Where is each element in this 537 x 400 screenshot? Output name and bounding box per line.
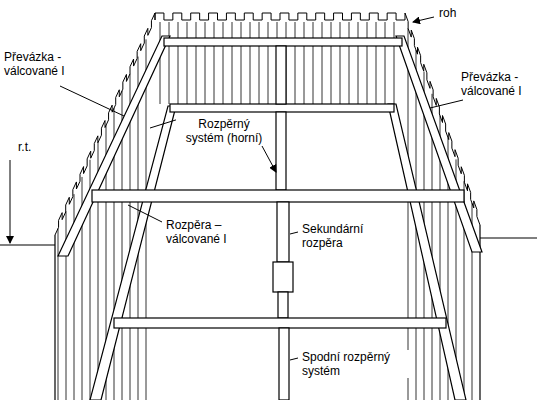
leader-lines — [60, 17, 463, 360]
part-label: Spodní rozpěrný systém — [300, 350, 409, 378]
part-label: r.t. — [16, 140, 60, 154]
pile-crest — [55, 13, 480, 235]
part-label: Rozpěrný systém (horní) — [176, 117, 272, 145]
level-arrow — [10, 160, 11, 243]
pile-line — [241, 22, 242, 104]
pile-line — [394, 22, 395, 104]
pile-line — [259, 22, 260, 104]
pile-line — [232, 22, 233, 104]
pile-line — [358, 22, 359, 104]
pile-line — [340, 22, 341, 104]
part-label: Sekundární rozpěra — [300, 222, 380, 250]
part-label: Převázka - válcované I — [2, 50, 88, 78]
leader-line — [430, 100, 463, 108]
pile-line — [385, 22, 386, 104]
pile-line — [349, 22, 350, 104]
upper-waler-right — [396, 36, 482, 252]
part-label: Převázka - válcované I — [459, 70, 535, 98]
pile-line — [331, 22, 332, 104]
pile-line — [322, 22, 323, 104]
strut-splice — [273, 262, 293, 292]
secondary-strut — [279, 328, 289, 400]
secondary-strut — [277, 202, 289, 262]
pile-line — [160, 22, 161, 104]
pile-line — [408, 28, 409, 400]
secondary-strut — [276, 112, 286, 190]
wall-edge — [54, 235, 55, 400]
pile-line — [169, 22, 170, 104]
pile-line — [223, 22, 224, 104]
strut-back — [170, 104, 394, 112]
ground-line — [480, 237, 537, 238]
part-label: Rozpěra – válcované I — [164, 218, 252, 246]
pile-line — [187, 22, 188, 104]
pile-line — [196, 22, 197, 104]
strut-bottom — [114, 318, 446, 328]
leader-line — [262, 146, 276, 172]
pile-line — [205, 22, 206, 104]
pile-line — [304, 22, 305, 104]
leader-line — [128, 205, 162, 222]
walers — [58, 36, 482, 400]
pile-line — [313, 22, 314, 104]
strut-main — [92, 190, 464, 202]
secondary-strut — [276, 46, 286, 104]
leader-line — [60, 86, 124, 116]
leader-line — [413, 17, 434, 22]
pile-line — [178, 22, 179, 104]
strut-top — [164, 38, 402, 46]
pile-line — [376, 22, 377, 104]
ground-line — [0, 244, 55, 245]
pile-line — [295, 22, 296, 104]
leader-line — [290, 232, 298, 234]
pile-line — [250, 22, 251, 104]
pile-line — [268, 22, 269, 104]
secondary-strut — [278, 292, 288, 318]
pile-line — [214, 22, 215, 104]
lower-waler-left — [90, 106, 176, 400]
struts — [92, 38, 464, 400]
pile-line — [367, 22, 368, 104]
leader-line — [290, 358, 298, 360]
part-label: roh — [437, 6, 481, 20]
pile-crest-line — [155, 13, 405, 20]
